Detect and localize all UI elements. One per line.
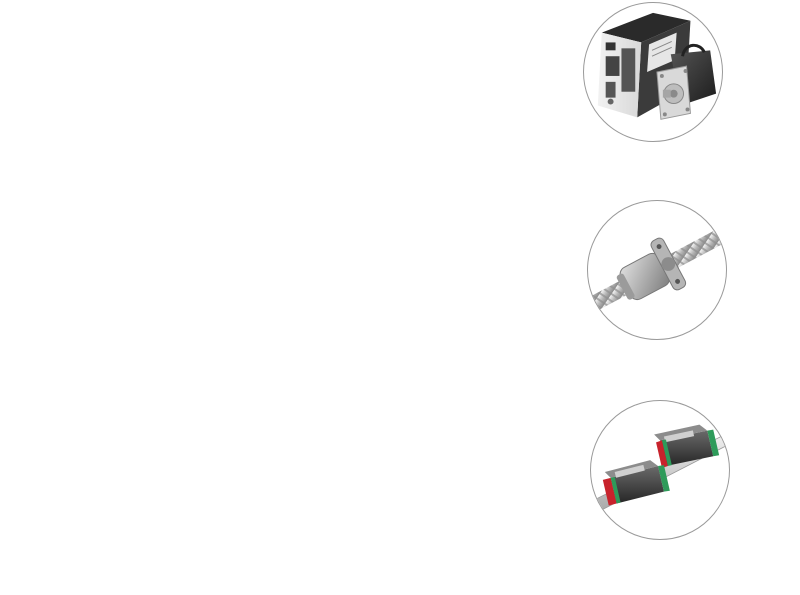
servo-motor-driver-icon	[597, 12, 717, 120]
linear-guide-circle[interactable]	[590, 400, 730, 540]
linear-guide-icon	[594, 424, 729, 512]
servo-motor-driver-circle[interactable]	[583, 2, 723, 142]
ball-screw-circle[interactable]	[587, 200, 727, 340]
ball-screw-icon	[588, 228, 726, 312]
